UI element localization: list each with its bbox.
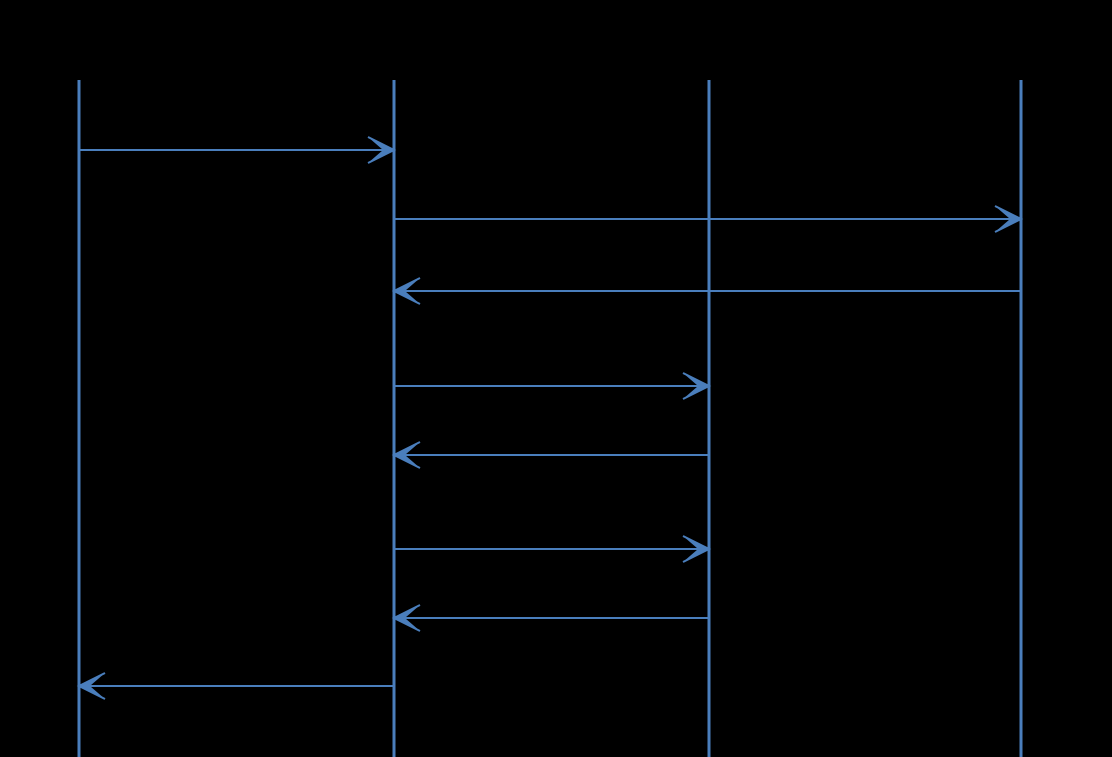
message-arrowhead-fill-4 (683, 373, 709, 399)
lifelines-group (77, 80, 1023, 757)
message-1 (79, 136, 397, 164)
message-arrowhead-fill-2 (995, 206, 1021, 232)
message-5 (391, 441, 709, 469)
message-arrowhead-fill-6 (683, 536, 709, 562)
message-7 (391, 604, 709, 632)
message-arrowhead-fill-8 (79, 673, 105, 699)
message-6 (394, 535, 712, 563)
message-4 (394, 372, 712, 400)
message-3 (391, 277, 1021, 305)
message-arrowhead-fill-7 (394, 605, 420, 631)
message-arrowhead-fill-1 (368, 137, 394, 163)
message-arrowhead-fill-5 (394, 442, 420, 468)
message-arrowhead-fill-3 (394, 278, 420, 304)
message-2 (394, 205, 1024, 233)
message-8 (76, 672, 394, 700)
messages-group (76, 136, 1024, 700)
